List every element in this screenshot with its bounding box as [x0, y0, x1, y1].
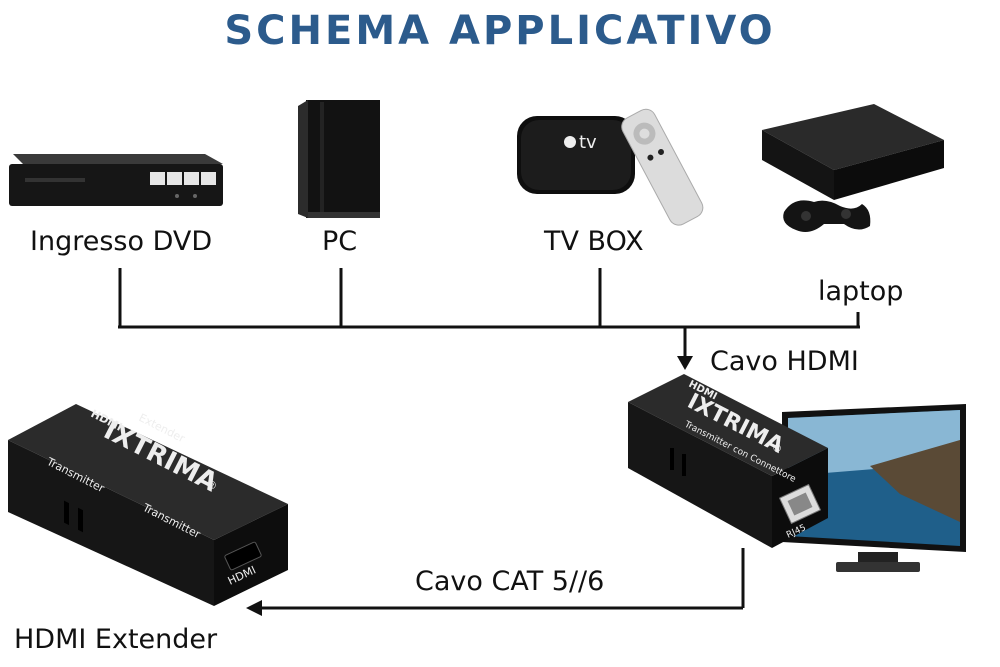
tv-box-logo: tv: [579, 132, 597, 153]
dvd-player-icon: [9, 154, 223, 206]
hdmi-cable-label: Cavo HDMI: [710, 346, 859, 377]
extender-label: HDMI Extender: [14, 624, 218, 655]
game-console-icon: [762, 104, 944, 232]
cat-arrowhead: [246, 600, 262, 616]
extender-transmitter-icon: HDMI IXTRIMA ® Transmitter con Connettor…: [628, 374, 828, 548]
receiver-brand-mark: ®: [204, 477, 220, 494]
diagram-title: SCHEMA APPLICATIVO: [224, 8, 776, 54]
cat-cable-label: Cavo CAT 5//6: [415, 566, 605, 597]
pc-tower-icon: [298, 100, 380, 218]
laptop-label: laptop: [818, 276, 904, 307]
tvbox-label: TV BOX: [544, 226, 644, 257]
pc-label: PC: [322, 226, 358, 257]
tv-box-icon: tv: [517, 108, 704, 226]
extender-receiver-icon: HDMI IXTRIMA ® Extender Transmitter Tran…: [8, 404, 288, 606]
dvd-label: Ingresso DVD: [30, 226, 213, 257]
transmitter-brand-mark: ®: [770, 442, 784, 456]
hdmi-arrowhead: [677, 356, 693, 370]
